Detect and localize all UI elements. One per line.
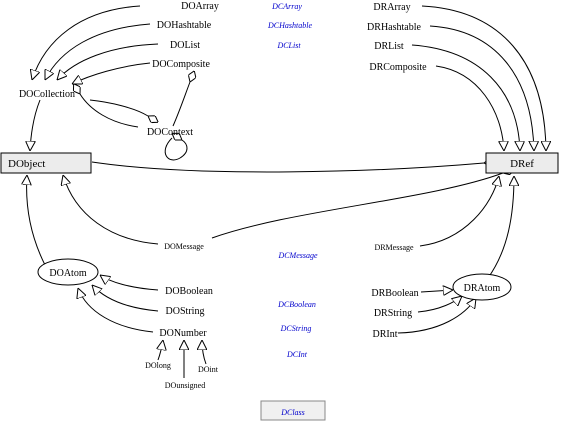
edge-doatom-dobject (27, 175, 46, 266)
docollection-label: DOCollection (19, 89, 75, 100)
edge-domessage-dref (211, 173, 503, 239)
donumber-label: DONumber (159, 328, 207, 339)
drboolean-label: DRBoolean (371, 288, 418, 299)
edge-doarray-docollection (32, 5, 141, 80)
dolist-label: DOList (170, 40, 200, 51)
dounsigned-label: DOunsigned (165, 381, 205, 390)
edge-drhashtable-dref (429, 25, 534, 151)
dolong-label: DOlong (145, 361, 171, 370)
edge-drarray-dref (421, 5, 546, 151)
dostring-label: DOString (166, 306, 205, 317)
dratom-label: DRAtom (464, 283, 501, 294)
drint-label: DRInt (373, 329, 398, 340)
dclist-label: DCList (276, 41, 301, 50)
dobject-box (0, 152, 92, 174)
edge-dratom-dref (487, 176, 514, 279)
edge-drmessage-dref (419, 176, 499, 247)
domessage-label: DOMessage (164, 242, 204, 251)
edge-docontext-docollection (80, 94, 139, 128)
doatom-ellipse (37, 258, 99, 286)
doatom-label: DOAtom (49, 268, 86, 279)
edge-dohashtable-docollection (45, 23, 151, 80)
dcmessage-label: DCMessage (277, 251, 318, 260)
dref-label: DRef (510, 158, 534, 170)
drstring-label: DRString (374, 308, 412, 319)
edge-drcomposite-dref (435, 65, 504, 151)
edge-docontext-self (164, 138, 188, 161)
drhashtable-label: DRHashtable (367, 22, 421, 33)
edge-docollection-dobject (30, 99, 41, 151)
edge-docollection-docontext (89, 99, 148, 116)
dcarray-label: DCArray (271, 2, 302, 11)
drcomposite-label: DRComposite (369, 62, 427, 73)
edge-donumber-doatom (78, 288, 154, 333)
edge-drboolean-dratom (420, 290, 453, 292)
edge-drint-dratom (397, 298, 476, 334)
edge-dolist-docollection (57, 43, 159, 80)
edge-domessage-dobject (63, 175, 159, 245)
dclass-box (260, 400, 326, 421)
dcstring-label: DCString (280, 324, 312, 333)
edge-dobject-dref (91, 162, 484, 173)
drmessage-label: DRMessage (374, 243, 414, 252)
edge-dolong-donumber (158, 340, 163, 361)
drlist-label: DRList (374, 41, 404, 52)
edge-docontext-docomposite (172, 82, 190, 127)
docomposite-label: DOComposite (152, 59, 210, 70)
dref-box (485, 152, 559, 174)
doarray-label: DOArray (181, 1, 219, 12)
dclass-label: DClass (280, 408, 305, 417)
dcboolean-label: DCBoolean (277, 300, 316, 309)
doboolean-label: DOBoolean (165, 286, 213, 297)
dchashtable-label: DCHashtable (267, 21, 312, 30)
edge-drlist-dref (411, 44, 520, 151)
dratom-ellipse (452, 273, 512, 301)
edge-drstring-dratom (417, 296, 462, 313)
drarray-label: DRArray (373, 2, 410, 13)
dcint-label: DCInt (286, 350, 308, 359)
edge-doint-donumber (202, 340, 206, 365)
edge-dostring-doatom (92, 285, 159, 312)
doint-label: DOint (198, 365, 219, 374)
dobject-label: DObject (8, 158, 45, 170)
edge-docomposite-docollection (72, 62, 151, 84)
docontext-label: DOContext (147, 127, 193, 138)
dohashtable-label: DOHashtable (157, 20, 212, 31)
edge-doboolean-doatom (100, 275, 159, 291)
